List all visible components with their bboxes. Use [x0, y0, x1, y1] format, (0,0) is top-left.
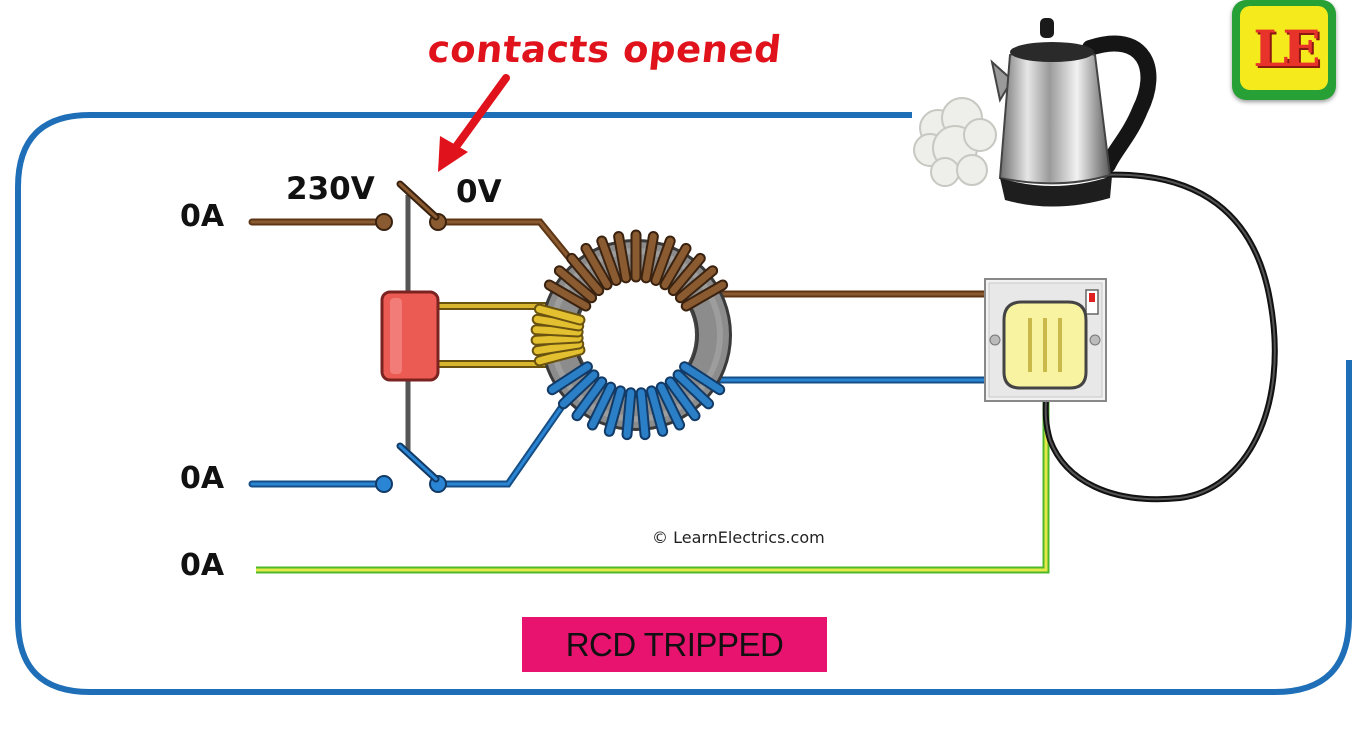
live-winding-turn	[555, 267, 596, 302]
neutral-contacts	[375, 442, 447, 493]
status-text: RCD TRIPPED	[565, 625, 784, 663]
neutral-winding-turn	[681, 363, 724, 394]
sense-winding-turn	[533, 315, 583, 330]
supply-voltage-label: 230V	[286, 171, 375, 207]
neutral-winding-turn	[674, 371, 713, 408]
live-contacts	[375, 180, 447, 231]
live-winding-turn	[661, 244, 690, 289]
sense-winding-turn	[535, 346, 584, 365]
neutral-winding-turn	[559, 371, 598, 408]
neutral-winding-turn	[666, 378, 699, 420]
logo-text: LE	[1253, 18, 1320, 78]
live-winding-turn	[682, 281, 727, 310]
neutral-winding-turn	[623, 389, 635, 439]
sense-winding-turn	[535, 305, 584, 324]
sense-winding-turn	[533, 340, 583, 355]
arrow-icon	[438, 74, 510, 172]
live-winding-turn	[676, 267, 717, 302]
contacts-opened-annotation: contacts opened	[425, 28, 784, 71]
plug-icon	[1002, 300, 1088, 390]
neutral-winding-turn	[637, 389, 649, 439]
live-winding	[543, 229, 729, 312]
live-winding-turn	[582, 244, 611, 289]
line-current-label: 0A	[180, 199, 225, 234]
neutral-winding-turn	[548, 363, 591, 394]
neutral-winding-turn	[647, 387, 667, 435]
load-voltage-label: 0V	[456, 174, 502, 210]
live-winding-turn	[642, 233, 657, 282]
live-winding-turn	[615, 233, 630, 282]
kettle-icon	[990, 18, 1157, 207]
diagram-border	[15, 112, 1352, 695]
learnelectrics-logo: LE	[1232, 0, 1336, 100]
live-winding-turn	[598, 237, 620, 284]
sense-winding-turn	[532, 326, 582, 336]
live-winding-turn	[568, 254, 603, 295]
live-winding-turn	[545, 281, 590, 310]
neutral-winding-turn	[605, 387, 625, 435]
sense-winding	[530, 303, 586, 367]
live-winding-turn	[652, 237, 674, 284]
neutral-winding	[546, 361, 726, 441]
neutral-winding-turn	[657, 383, 684, 429]
copyright-text: © LearnElectrics.com	[652, 528, 825, 547]
neutral-winding-turn	[573, 378, 606, 420]
trip-coil-icon	[380, 290, 440, 382]
sense-winding-turn	[532, 334, 582, 344]
earth-current-label: 0A	[180, 548, 225, 583]
neutral-current-label: 0A	[180, 461, 225, 496]
steam-icon	[913, 97, 997, 187]
earth-wire	[256, 400, 1050, 574]
live-winding-turn	[669, 254, 704, 295]
neutral-winding-turn	[588, 383, 615, 429]
status-badge: RCD TRIPPED	[522, 617, 827, 672]
